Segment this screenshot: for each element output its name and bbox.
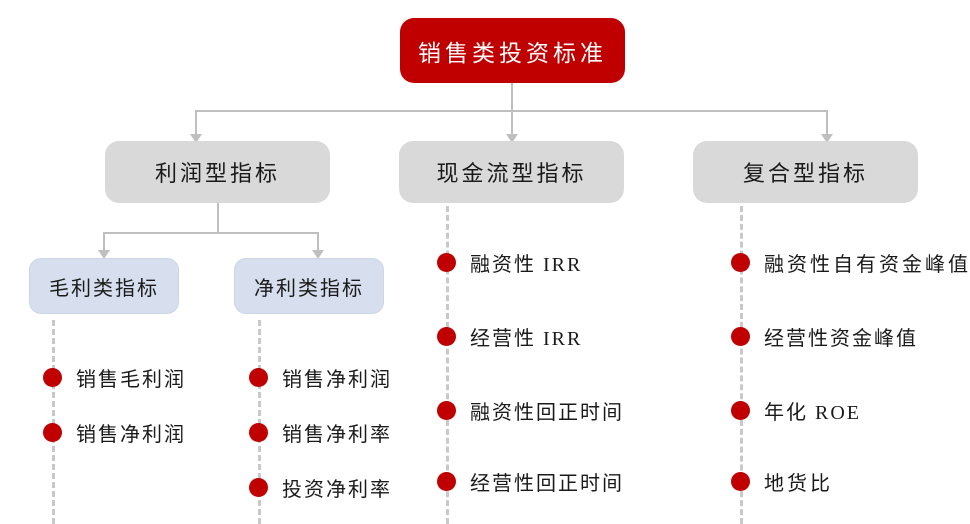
- spine-net-profit: [258, 320, 261, 524]
- spine-gross-profit: [52, 320, 55, 524]
- root-node[interactable]: 销售类投资标准: [400, 18, 625, 83]
- bullet-dot-icon: [249, 478, 268, 497]
- list-item-label: 经营性 IRR: [470, 328, 583, 350]
- subgroup-node-gross-profit-label: 毛利类指标: [49, 277, 159, 300]
- connector-drop-branch-2: [511, 110, 513, 137]
- spine-cashflow: [446, 206, 449, 524]
- bullet-dot-icon: [731, 253, 750, 272]
- branch-node-composite-label: 复合型指标: [742, 161, 868, 186]
- list-item[interactable]: 经营性资金峰值: [731, 322, 918, 351]
- list-item[interactable]: 经营性回正时间: [437, 467, 624, 496]
- bullet-dot-icon: [731, 472, 750, 491]
- bullet-dot-icon: [437, 253, 456, 272]
- subgroup-node-gross-profit[interactable]: 毛利类指标: [29, 258, 179, 314]
- bullet-dot-icon: [731, 327, 750, 346]
- bullet-dot-icon: [437, 401, 456, 420]
- list-item[interactable]: 销售毛利润: [43, 363, 186, 392]
- list-item[interactable]: 投资净利率: [249, 473, 392, 502]
- bullet-dot-icon: [437, 472, 456, 491]
- list-item[interactable]: 销售净利润: [249, 363, 392, 392]
- list-item[interactable]: 地货比: [731, 467, 833, 496]
- bullet-dot-icon: [249, 368, 268, 387]
- list-item[interactable]: 年化 ROE: [731, 396, 861, 425]
- subgroup-node-net-profit[interactable]: 净利类指标: [234, 258, 384, 314]
- branch-node-cashflow-label: 现金流型指标: [436, 161, 587, 186]
- list-item[interactable]: 融资性回正时间: [437, 396, 624, 425]
- branch-node-profit-label: 利润型指标: [154, 161, 280, 186]
- branch-node-cashflow[interactable]: 现金流型指标: [399, 141, 624, 203]
- arrow-branch-2: [506, 134, 518, 143]
- list-item-label: 销售净利润: [76, 424, 186, 446]
- list-item-label: 经营性资金峰值: [764, 328, 918, 350]
- list-item-label: 经营性回正时间: [470, 473, 624, 495]
- bullet-dot-icon: [731, 401, 750, 420]
- list-item-label: 融资性自有资金峰值: [764, 254, 970, 276]
- list-item-label: 地货比: [764, 473, 833, 495]
- arrow-branch-1: [190, 134, 202, 143]
- bullet-dot-icon: [43, 368, 62, 387]
- connector-drop-branch-3: [826, 110, 828, 137]
- list-item-label: 销售净利润: [282, 369, 392, 391]
- list-item[interactable]: 经营性 IRR: [437, 322, 582, 351]
- list-item[interactable]: 融资性 IRR: [437, 248, 582, 277]
- list-item[interactable]: 销售净利润: [43, 418, 186, 447]
- list-item-label: 融资性 IRR: [470, 254, 583, 276]
- connector-drop-branch-1: [195, 110, 197, 137]
- branch-node-composite[interactable]: 复合型指标: [693, 141, 918, 203]
- bullet-dot-icon: [249, 423, 268, 442]
- root-node-label: 销售类投资标准: [418, 40, 607, 66]
- subgroup-node-net-profit-label: 净利类指标: [254, 277, 364, 300]
- bullet-dot-icon: [43, 423, 62, 442]
- connector-profit-stub: [217, 203, 219, 232]
- list-item-label: 投资净利率: [282, 479, 392, 501]
- arrow-subgroup-1: [98, 250, 110, 259]
- list-item-label: 销售毛利润: [76, 369, 186, 391]
- branch-node-profit[interactable]: 利润型指标: [105, 141, 330, 203]
- list-item[interactable]: 融资性自有资金峰值: [731, 248, 970, 277]
- connector-drop-subgroup-2: [317, 232, 319, 252]
- list-item-label: 年化 ROE: [764, 402, 861, 424]
- spine-composite: [740, 206, 743, 524]
- arrow-subgroup-2: [312, 250, 324, 259]
- list-item-label: 销售净利率: [282, 424, 392, 446]
- arrow-branch-3: [821, 134, 833, 143]
- list-item[interactable]: 销售净利率: [249, 418, 392, 447]
- list-item-label: 融资性回正时间: [470, 402, 624, 424]
- connector-root-stub: [511, 83, 513, 110]
- connector-profit-bus: [103, 232, 318, 234]
- bullet-dot-icon: [437, 327, 456, 346]
- connector-drop-subgroup-1: [103, 232, 105, 252]
